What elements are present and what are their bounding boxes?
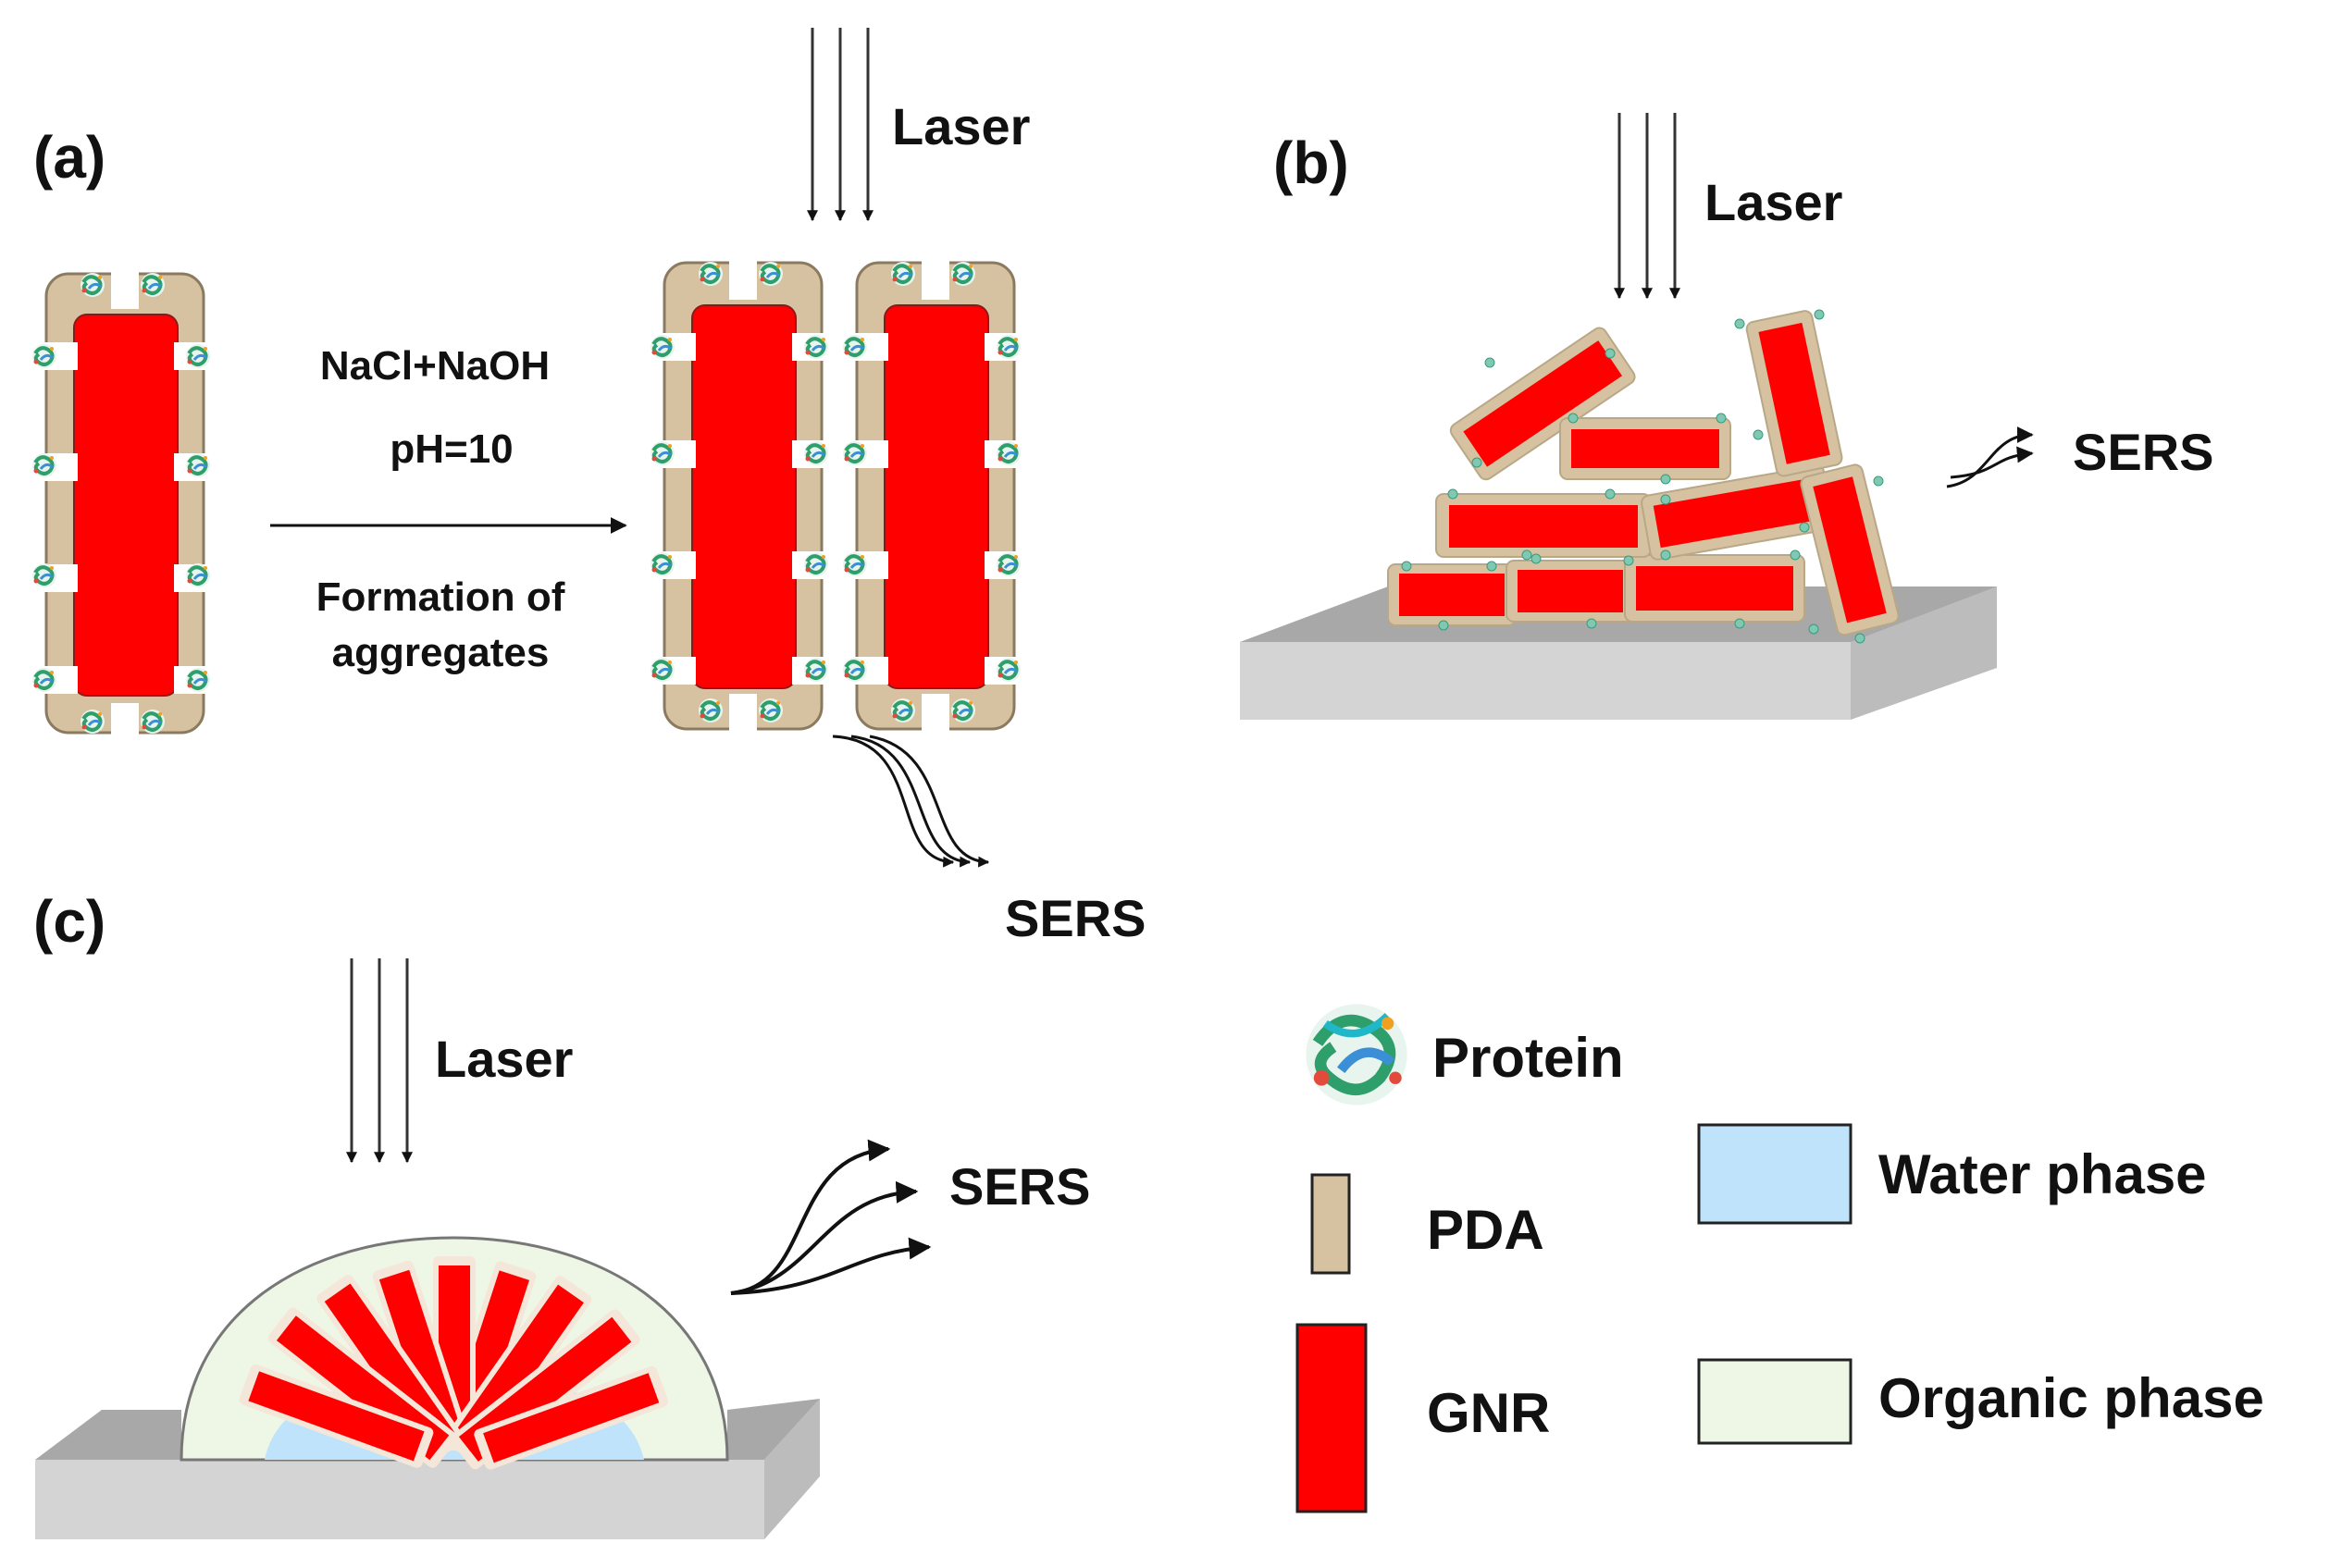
- laser-arrows-a: [807, 28, 874, 222]
- legend: Protein PDA GNR Water phase Organic phas…: [1295, 1004, 2264, 1513]
- substrate-c: [35, 1399, 820, 1539]
- sers-arrows-a: [832, 735, 990, 868]
- panel-a: (a) NaCl+NaOH pH=10 Formation of ag: [31, 28, 1146, 947]
- legend-protein: Protein: [1306, 1004, 1624, 1105]
- gnr-core: [73, 314, 179, 697]
- nanorod-fan: [239, 1256, 669, 1470]
- legend-gnr-label: GNR: [1427, 1382, 1550, 1444]
- panel-a-label: (a): [33, 124, 105, 191]
- nanorod-stack: [1387, 309, 1900, 644]
- sers-label-b: SERS: [2073, 423, 2214, 481]
- laser-label-c: Laser: [435, 1030, 573, 1088]
- sers-label-a: SERS: [1005, 889, 1146, 947]
- pda-swatch: [1310, 1173, 1351, 1275]
- legend-organic-phase-label: Organic phase: [1878, 1367, 2264, 1429]
- legend-protein-label: Protein: [1432, 1027, 1624, 1089]
- laser-arrows-c: [346, 958, 413, 1164]
- laser-label-a: Laser: [892, 97, 1030, 155]
- legend-gnr: GNR: [1295, 1323, 1550, 1513]
- legend-pda-label: PDA: [1427, 1199, 1544, 1261]
- water-phase-swatch: [1697, 1123, 1853, 1225]
- sers-arrows-c: [730, 1139, 932, 1295]
- aggregated-nanorod-right: [841, 257, 1022, 735]
- single-coated-nanorod: [31, 268, 212, 740]
- panel-c: (c) Laser: [33, 888, 1091, 1539]
- legend-organic-phase: Organic phase: [1697, 1358, 2264, 1445]
- result-line-2: aggregates: [332, 630, 550, 675]
- legend-water-phase-label: Water phase: [1878, 1143, 2207, 1205]
- condition-salt: NaCl+NaOH: [320, 343, 550, 389]
- legend-water-phase: Water phase: [1697, 1123, 2207, 1225]
- legend-pda: PDA: [1310, 1173, 1544, 1275]
- panel-b: (b) Laser: [1240, 113, 2214, 720]
- condition-ph: pH=10: [390, 426, 513, 472]
- sers-label-c: SERS: [949, 1157, 1091, 1216]
- panel-b-label: (b): [1273, 130, 1349, 196]
- laser-label-b: Laser: [1704, 173, 1842, 231]
- sers-arrows-b: [1946, 426, 2034, 488]
- panel-c-label: (c): [33, 888, 105, 955]
- aggregated-nanorod-left: [649, 257, 830, 735]
- protein-icon: [1306, 1004, 1407, 1105]
- organic-phase-swatch: [1697, 1358, 1853, 1445]
- gnr-swatch: [1295, 1323, 1368, 1513]
- laser-arrows-b: [1614, 113, 1680, 300]
- result-line-1: Formation of: [316, 574, 565, 620]
